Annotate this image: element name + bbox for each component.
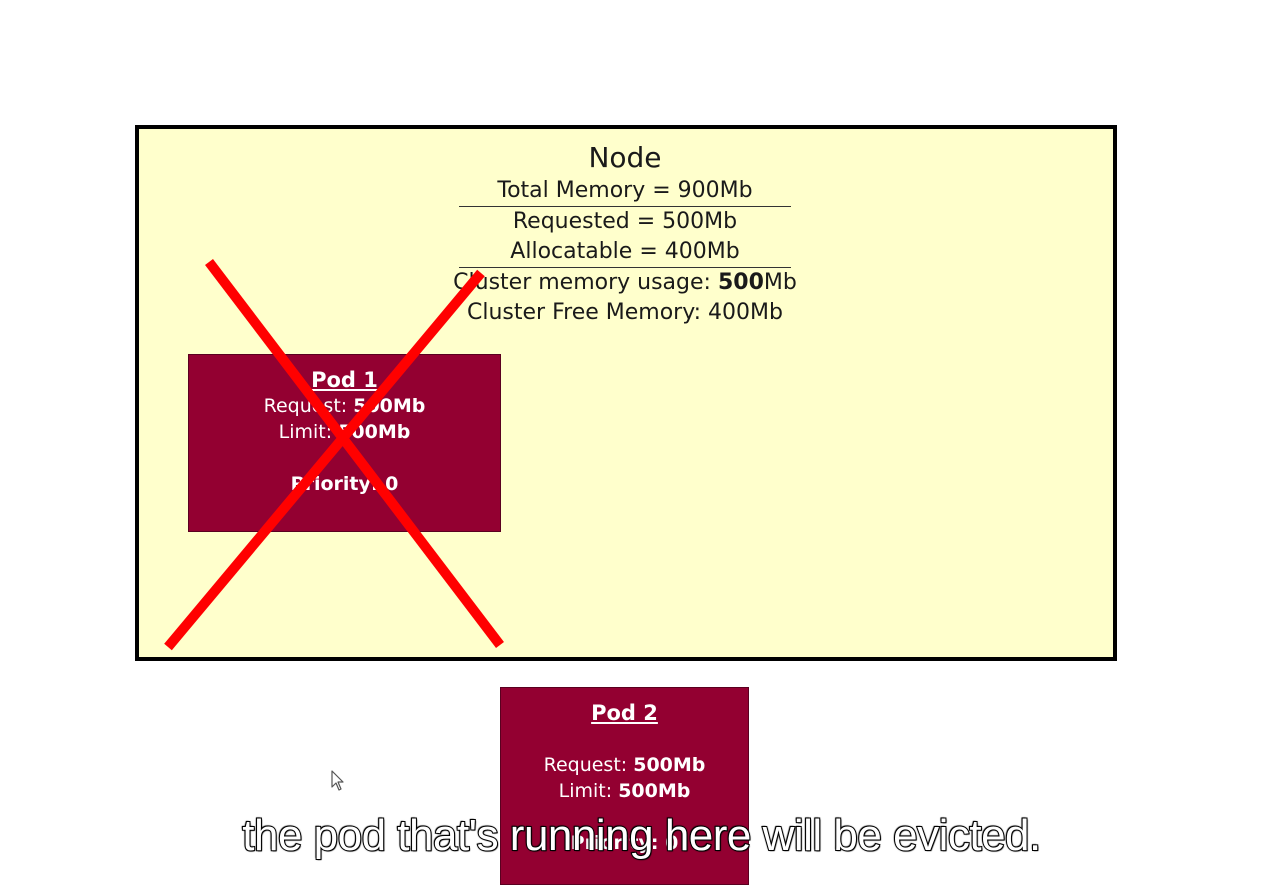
node-usage-value: 500 bbox=[717, 270, 764, 295]
pod-1-limit-value: 500Mb bbox=[338, 421, 411, 443]
node-usage-label: Cluster memory usage: bbox=[453, 270, 718, 295]
node-usage: Cluster memory usage: 500Mb bbox=[440, 268, 810, 298]
node-divider-bottom bbox=[459, 267, 791, 268]
pod-2-limit-value: 500Mb bbox=[618, 780, 691, 802]
node-divider-top bbox=[459, 206, 791, 207]
pod-2-request-value: 500Mb bbox=[633, 754, 706, 776]
video-subtitle: the pod that's running here will be evic… bbox=[241, 810, 1042, 861]
node-requested: Requested = 500Mb bbox=[512, 209, 738, 234]
node-total-memory: Total Memory = 900Mb bbox=[497, 178, 753, 203]
node-title: Node bbox=[588, 141, 662, 174]
node-allocatable: Allocatable = 400Mb bbox=[510, 239, 740, 264]
pod-2-priority: Priority: 0 bbox=[570, 832, 679, 854]
pod-2-limit-label: Limit: bbox=[558, 780, 619, 802]
pod-2-title: Pod 2 bbox=[591, 701, 658, 725]
pod-2-request: Request: 500Mb bbox=[501, 752, 748, 778]
pod-1-request-value: 500Mb bbox=[353, 395, 426, 417]
pod-2-request-label: Request: bbox=[543, 754, 634, 776]
pod-1-limit: Limit: 500Mb bbox=[189, 419, 500, 445]
pod-1-priority: Priority: 0 bbox=[290, 473, 399, 495]
pod-1-request: Request: 500Mb bbox=[189, 393, 500, 419]
mouse-pointer-icon bbox=[331, 770, 344, 791]
node-usage-unit: Mb bbox=[763, 270, 797, 295]
pod-1-box: Pod 1 Request: 500Mb Limit: 500Mb Priori… bbox=[188, 354, 501, 532]
node-free-memory: Cluster Free Memory: 400Mb bbox=[467, 300, 783, 325]
pod-1-limit-label: Limit: bbox=[278, 421, 339, 443]
node-info: Node Total Memory = 900Mb Requested = 50… bbox=[440, 140, 810, 328]
pod-2-limit: Limit: 500Mb bbox=[501, 778, 748, 804]
pod-1-request-label: Request: bbox=[263, 395, 354, 417]
pod-2-box: Pod 2 Request: 500Mb Limit: 500Mb Priori… bbox=[500, 687, 749, 885]
pod-1-title: Pod 1 bbox=[311, 368, 378, 392]
